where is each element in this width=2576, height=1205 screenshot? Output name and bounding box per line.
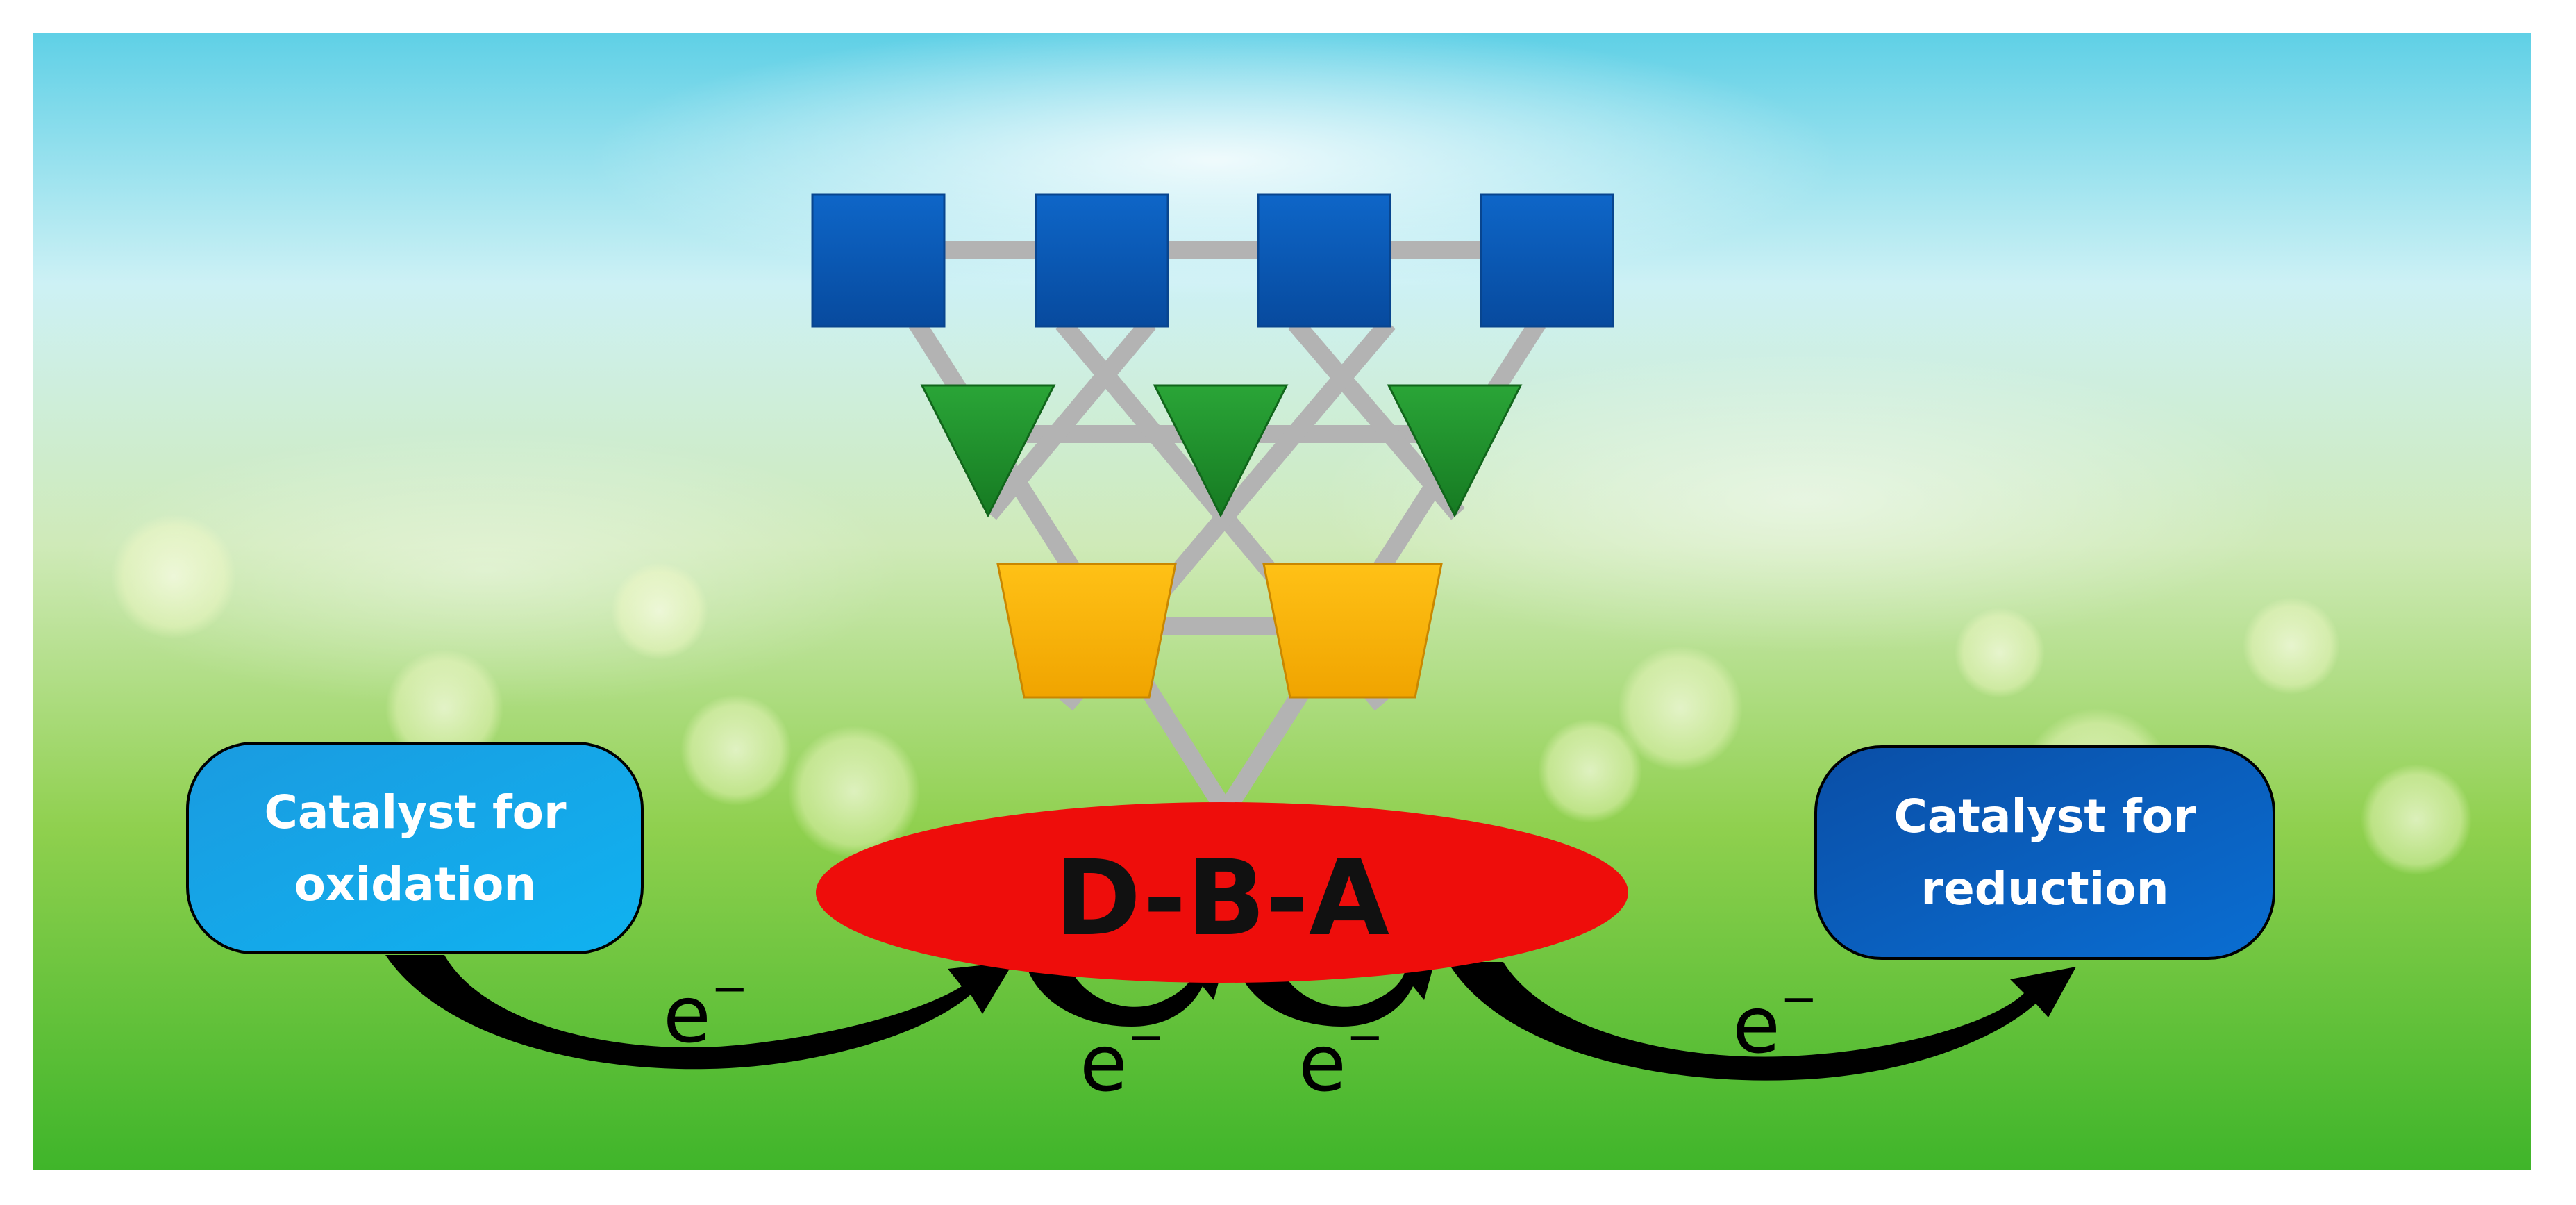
square-node — [1480, 193, 1614, 328]
trapezoid-nodes — [996, 563, 1443, 699]
dba-ellipse: D-B-A — [816, 802, 1628, 983]
electron-label-mid-1: e− — [1080, 1012, 1165, 1109]
dba-label: D-B-A — [1055, 838, 1389, 959]
oxidation-box-line1: Catalyst for — [264, 786, 567, 839]
oxidation-catalyst-box: Catalyst for oxidation — [186, 742, 644, 954]
electron-label-left: e− — [663, 963, 748, 1061]
oxidation-box-line2: oxidation — [294, 858, 537, 911]
trapezoid-node — [996, 563, 1177, 699]
trapezoid-node — [1262, 563, 1443, 699]
arrow-left — [385, 955, 1014, 1070]
reduction-box-line1: Catalyst for — [1893, 790, 2196, 843]
square-node — [1035, 193, 1169, 328]
arrow-mid-1 — [1024, 957, 1226, 1027]
triangle-node — [920, 384, 1056, 518]
square-node — [811, 193, 946, 328]
electron-label-mid-2: e− — [1298, 1012, 1384, 1109]
square-node — [1257, 193, 1391, 328]
square-nodes — [811, 193, 1614, 328]
triangle-nodes — [920, 384, 1523, 518]
triangle-node — [1153, 384, 1289, 518]
link-diag-3 — [982, 317, 1156, 520]
arrow-mid-2 — [1235, 957, 1436, 1027]
electron-arrows — [385, 955, 2076, 1081]
arrow-right — [1448, 962, 2076, 1081]
electron-labels: e− e− e− e− — [663, 963, 1818, 1109]
reduction-catalyst-box: Catalyst for reduction — [1814, 745, 2275, 960]
triangle-node — [1387, 384, 1523, 518]
electron-label-right: e− — [1732, 974, 1818, 1071]
reduction-box-line2: reduction — [1921, 862, 2168, 915]
